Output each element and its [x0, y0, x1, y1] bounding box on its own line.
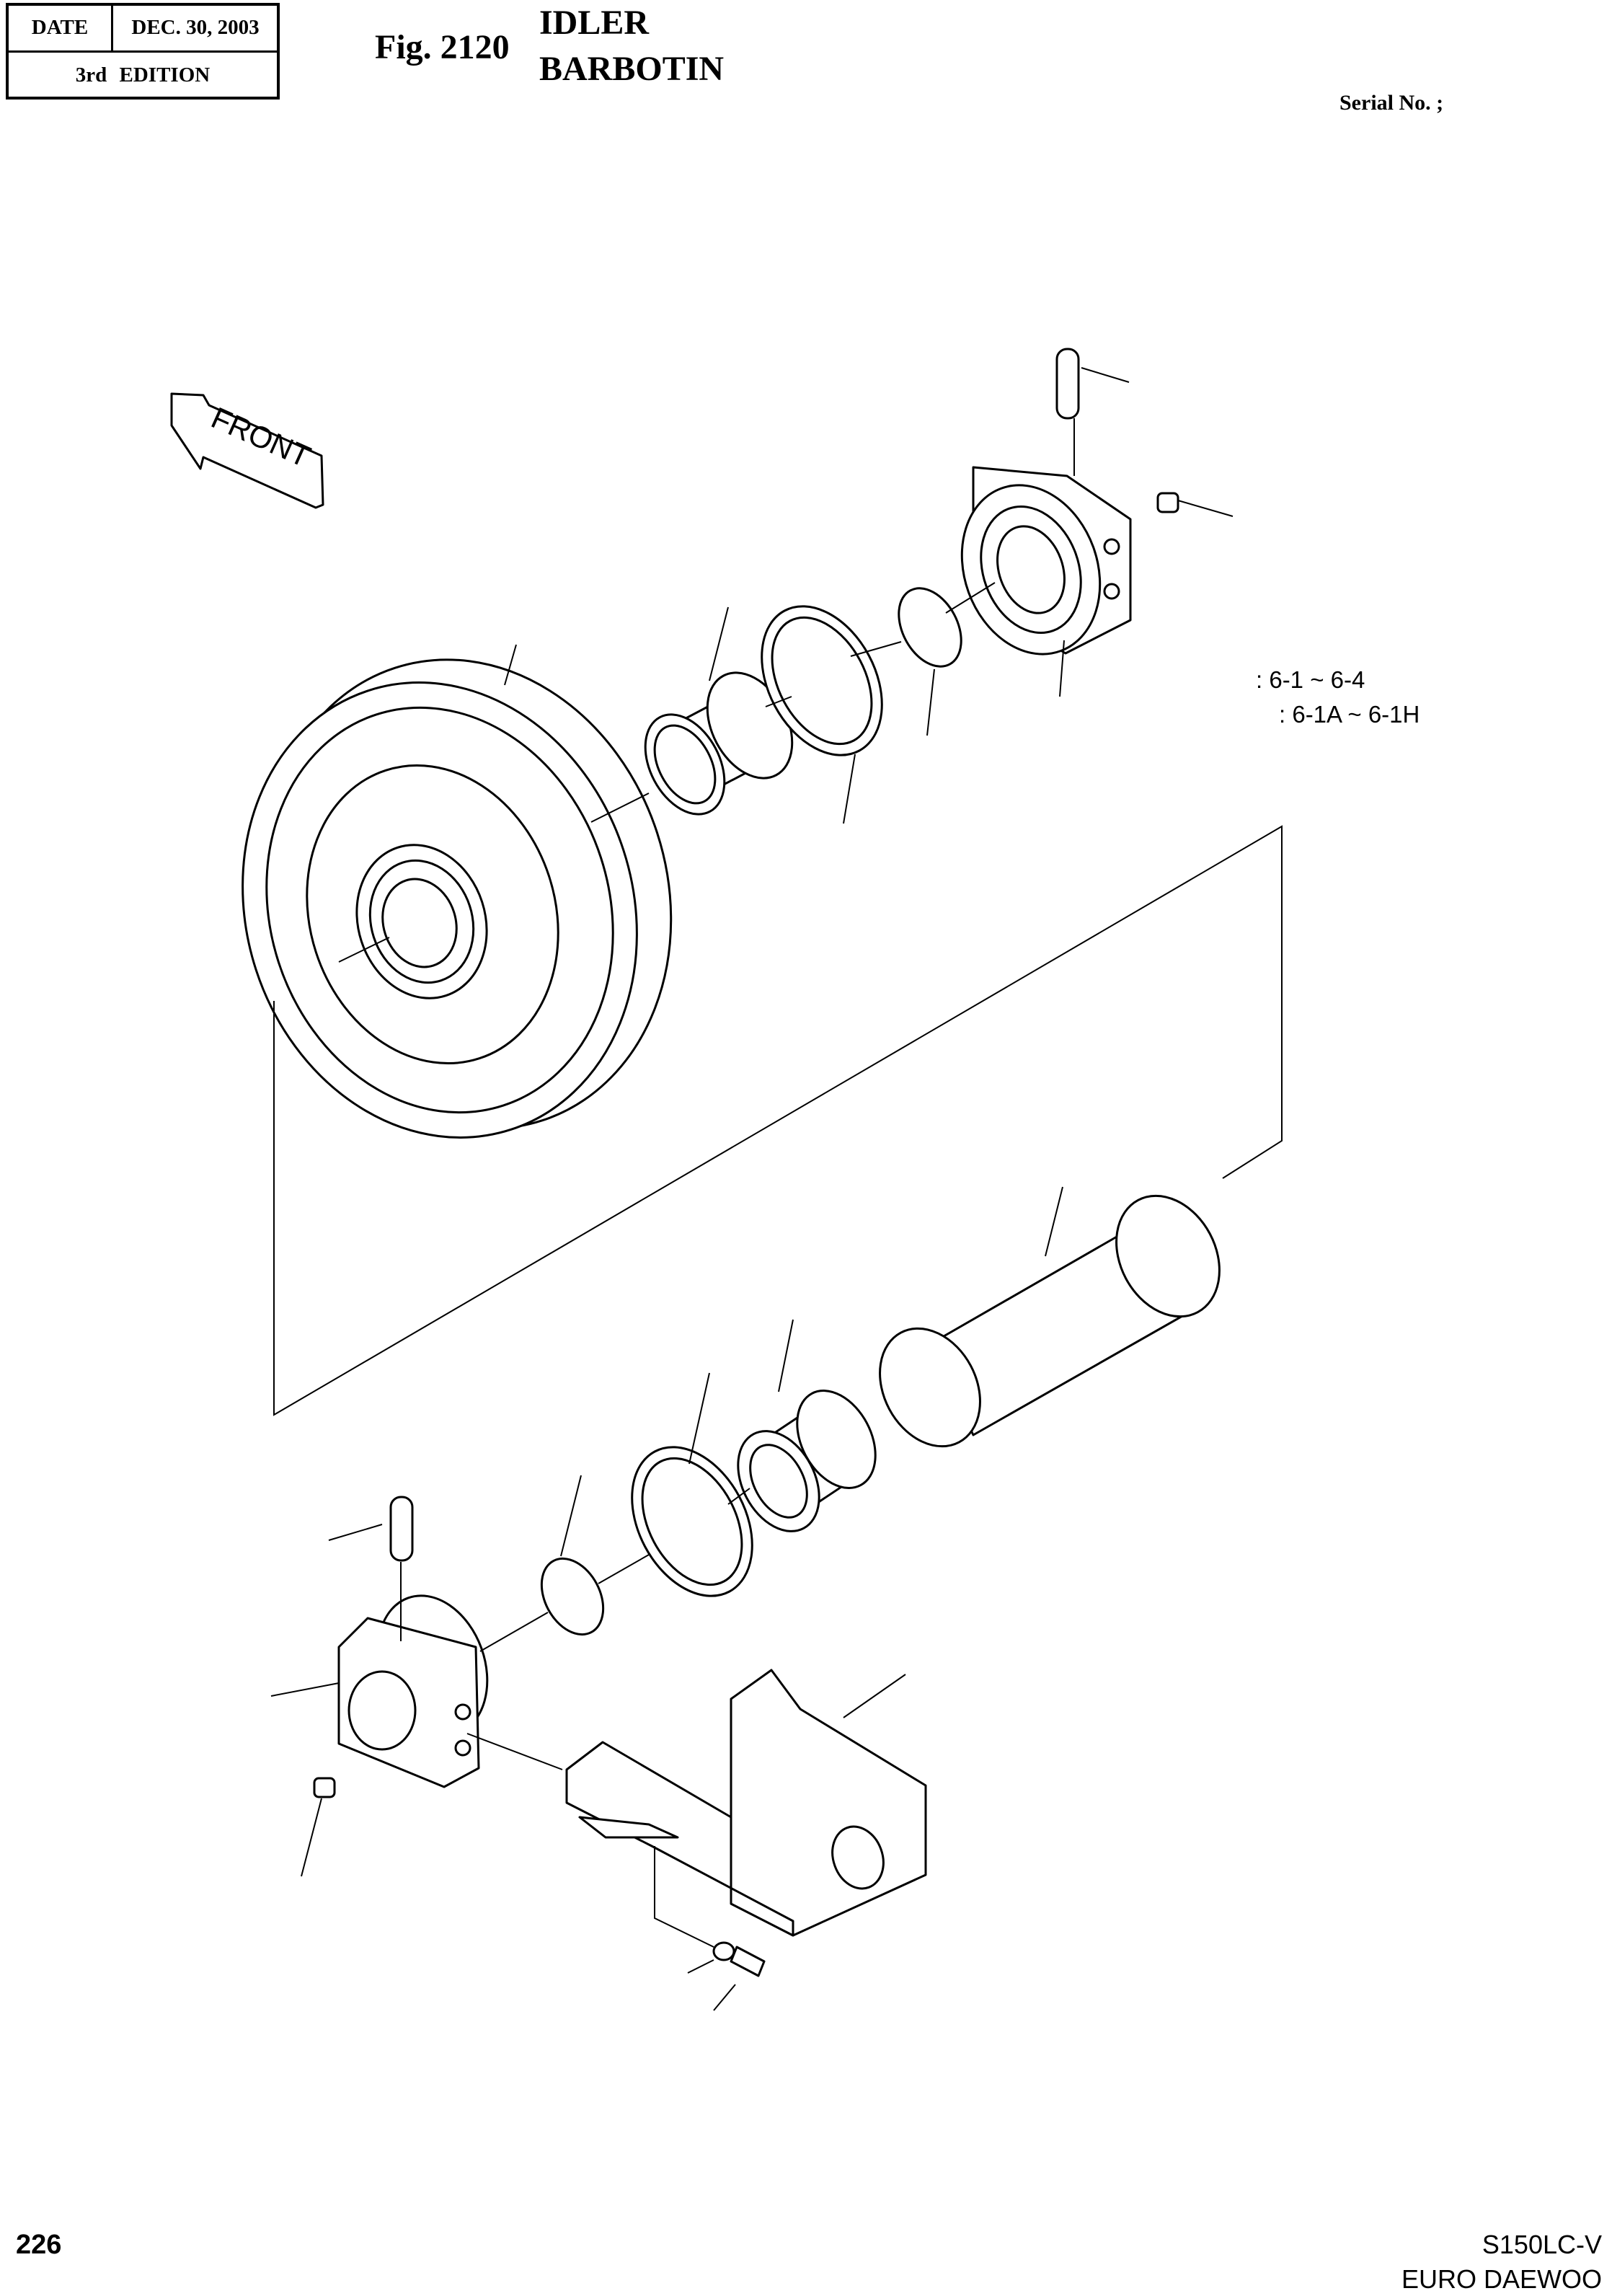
upper-bracket: [939, 349, 1178, 674]
header-box: DATE DEC. 30, 2003 3rd EDITION: [6, 3, 280, 100]
upper-o-ring: [886, 578, 974, 677]
front-arrow: FRONT: [172, 394, 323, 508]
idler-wheel: [185, 606, 730, 1189]
lower-bracket: [314, 1497, 506, 1797]
page-number: 226: [16, 2230, 62, 2260]
lower-o-ring: [529, 1548, 616, 1646]
idler-shaft: [860, 1178, 1239, 1464]
assembly-note-line1: : 6-1 ~ 6-4: [1256, 666, 1365, 693]
manufacturer: EURO DAEWOO: [1401, 2264, 1602, 2294]
tension-yoke: [567, 1670, 926, 1976]
assembly-guide-lines: [274, 418, 1282, 1947]
lower-bushing: [722, 1377, 891, 1545]
edition: 3rd EDITION: [75, 63, 211, 87]
date-value: DEC. 30, 2003: [131, 16, 260, 39]
fig-number: Fig. 2120: [375, 28, 510, 66]
model-name: S150LC-V: [1482, 2230, 1602, 2259]
serial-number: Serial No. ;: [1339, 91, 1444, 115]
title-french: BARBOTIN: [539, 50, 725, 88]
leader-lines: [271, 368, 1233, 2010]
assembly-note-line2: : 6-1A ~ 6-1H: [1279, 701, 1420, 728]
upper-seal-ring: [738, 586, 906, 776]
title-english: IDLER: [539, 4, 650, 42]
date-label: DATE: [31, 16, 89, 39]
lower-seal-ring: [608, 1426, 776, 1617]
